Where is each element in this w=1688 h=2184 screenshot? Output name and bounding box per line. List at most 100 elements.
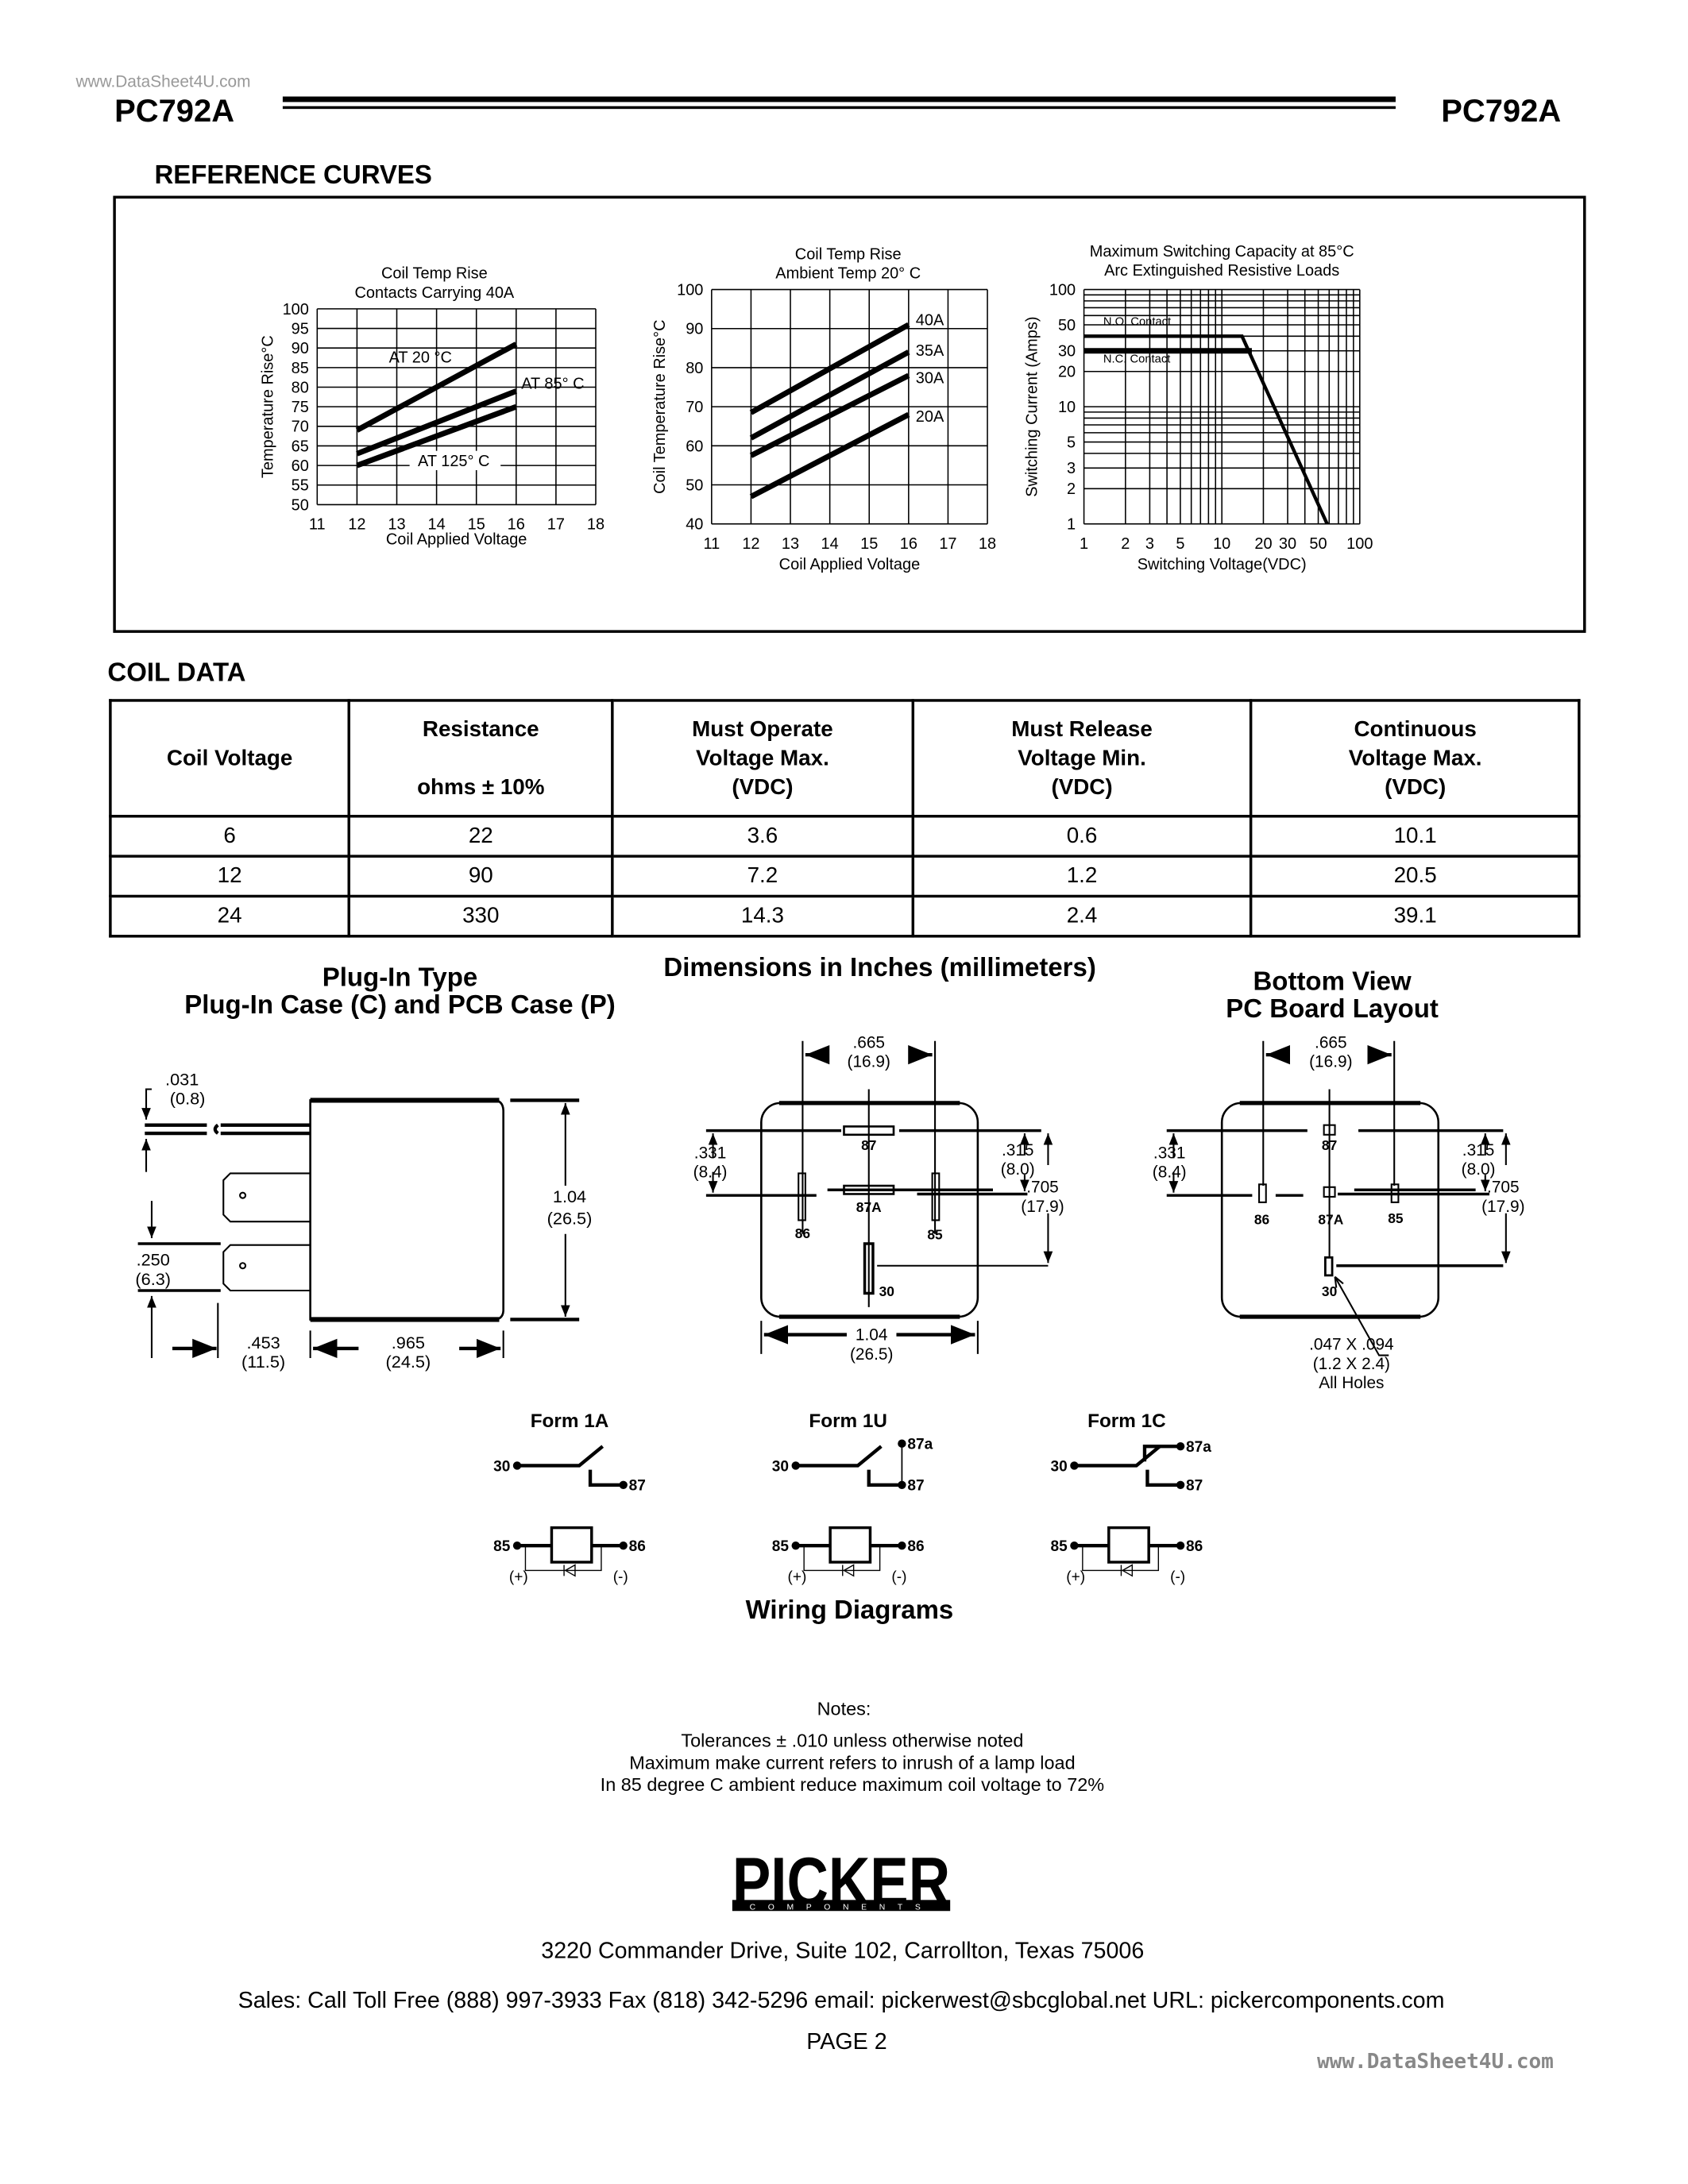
coil-box bbox=[829, 1526, 872, 1564]
header-rule-top bbox=[282, 96, 1396, 102]
series-label: 20A bbox=[916, 408, 944, 426]
label-background bbox=[409, 450, 501, 471]
y-axis-label: Switching Current (Amps) bbox=[1024, 316, 1041, 496]
column-header-line: Voltage Max. bbox=[1348, 747, 1482, 770]
y-tick-label: 60 bbox=[686, 438, 703, 455]
polarity-minus: (-) bbox=[1170, 1569, 1185, 1585]
hole-size: .047 X .094 bbox=[1309, 1336, 1394, 1354]
terminal-label-87a: 87a bbox=[1186, 1439, 1211, 1456]
contact-no bbox=[867, 1469, 902, 1487]
top-view-drawing bbox=[705, 1040, 1053, 1354]
x-tick-label: 5 bbox=[1176, 535, 1184, 553]
side-view-dims: .031 (0.8) .250 (6.3) 1.04 (26.5) .453 (… bbox=[135, 1069, 592, 1372]
y-axis-label: Coil Temperature Rise°C bbox=[651, 319, 669, 493]
table-cell: 14.3 bbox=[611, 894, 914, 938]
series-line bbox=[1083, 334, 1329, 525]
dim-104-mm: (26.5) bbox=[850, 1345, 893, 1364]
table-cell: 6 bbox=[109, 815, 351, 858]
dim-705: .705 bbox=[1487, 1179, 1520, 1197]
footer-sales: Sales: Call Toll Free (888) 997-3933 Fax… bbox=[238, 1988, 1445, 2013]
terminal-dot bbox=[1176, 1441, 1185, 1451]
x-tick-label: 15 bbox=[468, 516, 485, 534]
reference-curves-heading: REFERENCE CURVES bbox=[154, 161, 432, 191]
dim-665-mm: (16.9) bbox=[1309, 1053, 1352, 1071]
pin-label-86: 86 bbox=[1254, 1212, 1270, 1228]
series-line bbox=[355, 341, 518, 433]
dim-315: .315 bbox=[1002, 1141, 1034, 1160]
dim-031: .031 bbox=[165, 1069, 199, 1089]
pin-86-slot bbox=[798, 1172, 806, 1221]
terminal-label-87a: 87a bbox=[907, 1437, 933, 1453]
terminal-label-30: 30 bbox=[1051, 1458, 1068, 1475]
dim-250-mm: (6.3) bbox=[135, 1269, 171, 1289]
terminal-label-30: 30 bbox=[772, 1458, 789, 1475]
terminal-label-87: 87 bbox=[907, 1478, 924, 1495]
switch-arm bbox=[517, 1445, 605, 1468]
column-header-line: Must Operate bbox=[692, 717, 833, 742]
y-tick-label: 1 bbox=[1067, 516, 1076, 534]
pin-label-30: 30 bbox=[1322, 1283, 1337, 1299]
series-label: N.O. Contact bbox=[1103, 316, 1171, 329]
bottom-view-title-line1: Bottom View bbox=[1253, 967, 1412, 997]
picker-logo: PICKER COMPONENTS bbox=[732, 1843, 951, 1920]
plug-in-title-line1: Plug-In Type bbox=[322, 963, 478, 993]
dim-705-mm: (17.9) bbox=[1481, 1198, 1524, 1216]
hole-86 bbox=[1258, 1183, 1267, 1203]
table-cell: 12 bbox=[109, 855, 351, 898]
x-tick-label: 16 bbox=[508, 516, 525, 534]
header-rule-bottom bbox=[282, 106, 1396, 110]
diode-loop bbox=[803, 1545, 881, 1572]
diode-icon bbox=[842, 1564, 855, 1577]
dim-665: .665 bbox=[1315, 1033, 1347, 1051]
diode-icon bbox=[563, 1564, 576, 1577]
terminal-upper bbox=[222, 1172, 311, 1223]
bottom-view-title: Bottom View PC Board Layout bbox=[1226, 969, 1439, 1024]
x-tick-label: 3 bbox=[1145, 535, 1154, 553]
dimensions-title: Dimensions in Inches (millimeters) bbox=[663, 954, 1096, 983]
logo-subtitle: COMPONENTS bbox=[750, 1903, 933, 1912]
x-tick-label: 20 bbox=[1254, 535, 1272, 553]
terminal-label-30: 30 bbox=[493, 1458, 510, 1475]
polarity-plus: (+) bbox=[509, 1569, 528, 1585]
y-tick-label: 55 bbox=[292, 477, 309, 495]
hole-87 bbox=[1323, 1124, 1336, 1136]
dim-315-mm: (8.0) bbox=[1462, 1160, 1496, 1179]
column-header-line: Coil Voltage bbox=[166, 747, 293, 770]
coil-box bbox=[550, 1526, 593, 1564]
y-tick-label: 70 bbox=[292, 419, 309, 436]
x-tick-label: 12 bbox=[742, 535, 759, 553]
dim-104: 1.04 bbox=[553, 1187, 586, 1206]
x-tick-label: 15 bbox=[860, 535, 878, 553]
column-header-line: Resistance bbox=[422, 717, 539, 742]
diode-loop bbox=[1082, 1545, 1160, 1572]
form-title: Form 1C bbox=[1087, 1410, 1166, 1432]
dim-315: .315 bbox=[1462, 1141, 1495, 1160]
form-title: Form 1U bbox=[809, 1410, 887, 1432]
dim-453-mm: (11.5) bbox=[241, 1352, 285, 1372]
series-label: AT 20 °C bbox=[389, 349, 452, 367]
top-view-dims: .665 (16.9) .331 (8.4) .315 (8.0) .705 (… bbox=[693, 1033, 1064, 1363]
notes-list: Tolerances ± .010 unless otherwise noted… bbox=[601, 1731, 1104, 1796]
bottom-view-drawing bbox=[1166, 1040, 1511, 1356]
chart-title: Coil Temp Rise bbox=[381, 265, 488, 283]
y-tick-label: 50 bbox=[686, 477, 703, 494]
note-line: Maximum make current refers to inrush of… bbox=[629, 1752, 1076, 1773]
contact-nc bbox=[1142, 1444, 1181, 1462]
x-tick-label: 16 bbox=[900, 535, 917, 553]
dim-453: .453 bbox=[246, 1333, 280, 1352]
dim-104-mm: (26.5) bbox=[547, 1209, 593, 1229]
terminal-lower bbox=[222, 1244, 311, 1292]
terminal-dot bbox=[1070, 1461, 1079, 1470]
hole-note: All Holes bbox=[1319, 1374, 1384, 1392]
switch-arm bbox=[795, 1445, 883, 1468]
chart-title: Arc Extinguished Resistive Loads bbox=[1104, 262, 1339, 280]
y-axis-label: Temperature Rise°C bbox=[260, 335, 277, 478]
footer-page: PAGE 2 bbox=[806, 2029, 887, 2055]
